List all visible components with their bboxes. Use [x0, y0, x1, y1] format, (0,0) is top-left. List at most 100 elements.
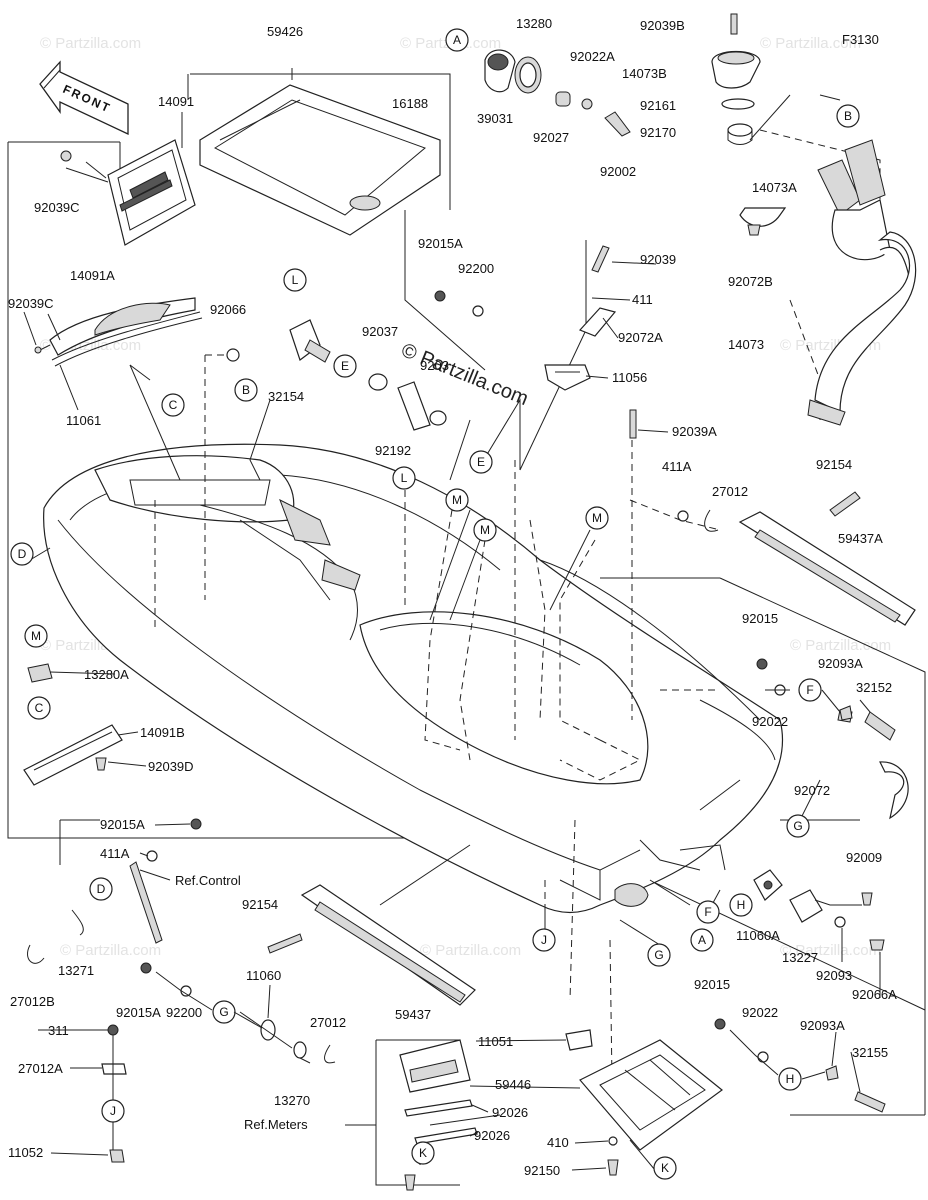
callout-M4: M	[24, 624, 48, 648]
part-59437A-grate	[738, 511, 916, 626]
part-13280A-patch	[27, 663, 53, 683]
callout-letter: E	[341, 359, 349, 373]
part-label-411A: 411A	[100, 846, 130, 861]
callout-letter: K	[661, 1161, 669, 1175]
part-label-92093A: 92093A	[818, 656, 863, 671]
part-label-92026: 92026	[492, 1105, 528, 1120]
part-label-11052: 11052	[8, 1145, 43, 1160]
part-label-92072A: 92072A	[618, 330, 663, 345]
dashed-guide-lines	[154, 129, 881, 1081]
part-label-13280: 13280	[516, 16, 552, 31]
callout-D2: D	[89, 877, 113, 901]
part-92093A-washer	[825, 705, 853, 1081]
part-92009-bolt	[861, 892, 873, 906]
callout-E2: E	[469, 450, 493, 474]
callout-letter: F	[806, 683, 813, 697]
part-label-92066: 92066	[210, 302, 246, 317]
callout-G2: G	[647, 943, 671, 967]
part-label-92161: 92161	[640, 98, 676, 113]
callout-M3: M	[585, 506, 609, 530]
callout-J2: J	[101, 1099, 125, 1123]
callout-letter: A	[453, 33, 461, 47]
part-411A-washer-lower	[146, 850, 158, 862]
callout-letter: F	[704, 905, 711, 919]
part-label-11060: 11060	[246, 968, 281, 983]
part-92192-hose	[397, 381, 431, 431]
part-11056-bracket	[544, 364, 591, 391]
part-label-92093: 92093	[816, 968, 852, 983]
callout-C: C	[161, 393, 185, 417]
part-label-32155: 32155	[852, 1045, 888, 1060]
part-13227-fitting	[789, 889, 823, 923]
watermark: © Partzilla.com	[790, 637, 891, 654]
callout-F: F	[798, 678, 822, 702]
callout-letter: C	[169, 398, 178, 412]
callout-letter: J	[541, 933, 547, 947]
part-label-92093A: 92093A	[800, 1018, 845, 1033]
part-14091-lid	[107, 139, 196, 246]
part-label-92037: 9203	[420, 358, 449, 373]
part-label-92022: 92022	[752, 714, 788, 729]
part-label-39031: 39031	[477, 111, 513, 126]
part-label-59437: 59437	[395, 1007, 431, 1022]
part-label-11051: 11051	[478, 1034, 513, 1049]
part-92093-washer	[834, 916, 846, 928]
part-59446-plate	[579, 1039, 723, 1151]
part-92039A-bolt	[629, 409, 637, 439]
watermark: © Partzilla.com	[420, 942, 521, 959]
callout-G: G	[786, 814, 810, 838]
part-label-32154: 32154	[268, 389, 304, 404]
part-label-59437A: 59437A	[838, 531, 883, 546]
callout-B2: B	[234, 378, 258, 402]
callout-letter: M	[480, 523, 490, 537]
part-27012B-clip	[27, 944, 45, 964]
callout-letter: J	[110, 1104, 116, 1118]
part-label-59426: 59426	[267, 24, 303, 39]
part-92027-collar	[555, 91, 571, 107]
callout-letter: C	[35, 701, 44, 715]
callout-M: M	[445, 488, 469, 512]
ref-meters-label: Ref.Meters	[244, 1117, 308, 1132]
figure-code: F3130	[842, 32, 879, 47]
part-27012-clip	[704, 509, 719, 532]
part-label-92072B: 92072B	[728, 274, 773, 289]
part-92161-oring	[721, 98, 755, 110]
callout-letter: B	[844, 109, 852, 123]
callout-G3: G	[212, 1000, 236, 1024]
part-label-92027: 92027	[533, 130, 569, 145]
watermark: © Partzilla.com	[760, 35, 861, 52]
part-92170-clamp	[727, 123, 753, 145]
part-92039D-screw	[95, 757, 107, 771]
part-label-92037: 92037	[362, 324, 398, 339]
part-label-411A: 411A	[662, 459, 692, 474]
part-label-92015: 92015	[694, 977, 730, 992]
part-label-92192: 92192	[375, 443, 411, 458]
part-92066A-plug	[869, 939, 885, 951]
callout-A2: A	[690, 928, 714, 952]
callout-L: L	[283, 268, 307, 292]
part-label-13280A: 13280A	[84, 667, 129, 682]
part-label-92002: 92002	[600, 164, 636, 179]
part-14073B-fitting	[711, 51, 761, 89]
part-label-411: 411	[632, 292, 653, 307]
part-meters-bracket	[399, 1039, 478, 1191]
part-59426-tray	[199, 84, 441, 236]
part-11060-seal	[260, 1019, 276, 1041]
part-92072-band	[879, 761, 909, 820]
callout-letter: M	[452, 493, 462, 507]
part-32154-fitting	[289, 319, 331, 363]
watermark: © Partzilla.com	[60, 942, 161, 959]
part-92015-nut	[714, 658, 768, 1030]
part-label-92022: 92022	[742, 1005, 778, 1020]
part-label-92015: 92015	[742, 611, 778, 626]
callout-F2: F	[696, 900, 720, 924]
callout-letter: H	[737, 898, 746, 912]
part-92039C-bolt	[60, 150, 72, 162]
part-92015A-nut-lower	[140, 818, 202, 974]
part-11052-bracket	[109, 1149, 125, 1163]
callout-letter: D	[97, 882, 106, 896]
front-arrow-icon: FRONT	[39, 60, 129, 136]
part-92022A-washer	[581, 98, 593, 110]
part-label-27012: 27012	[712, 484, 748, 499]
